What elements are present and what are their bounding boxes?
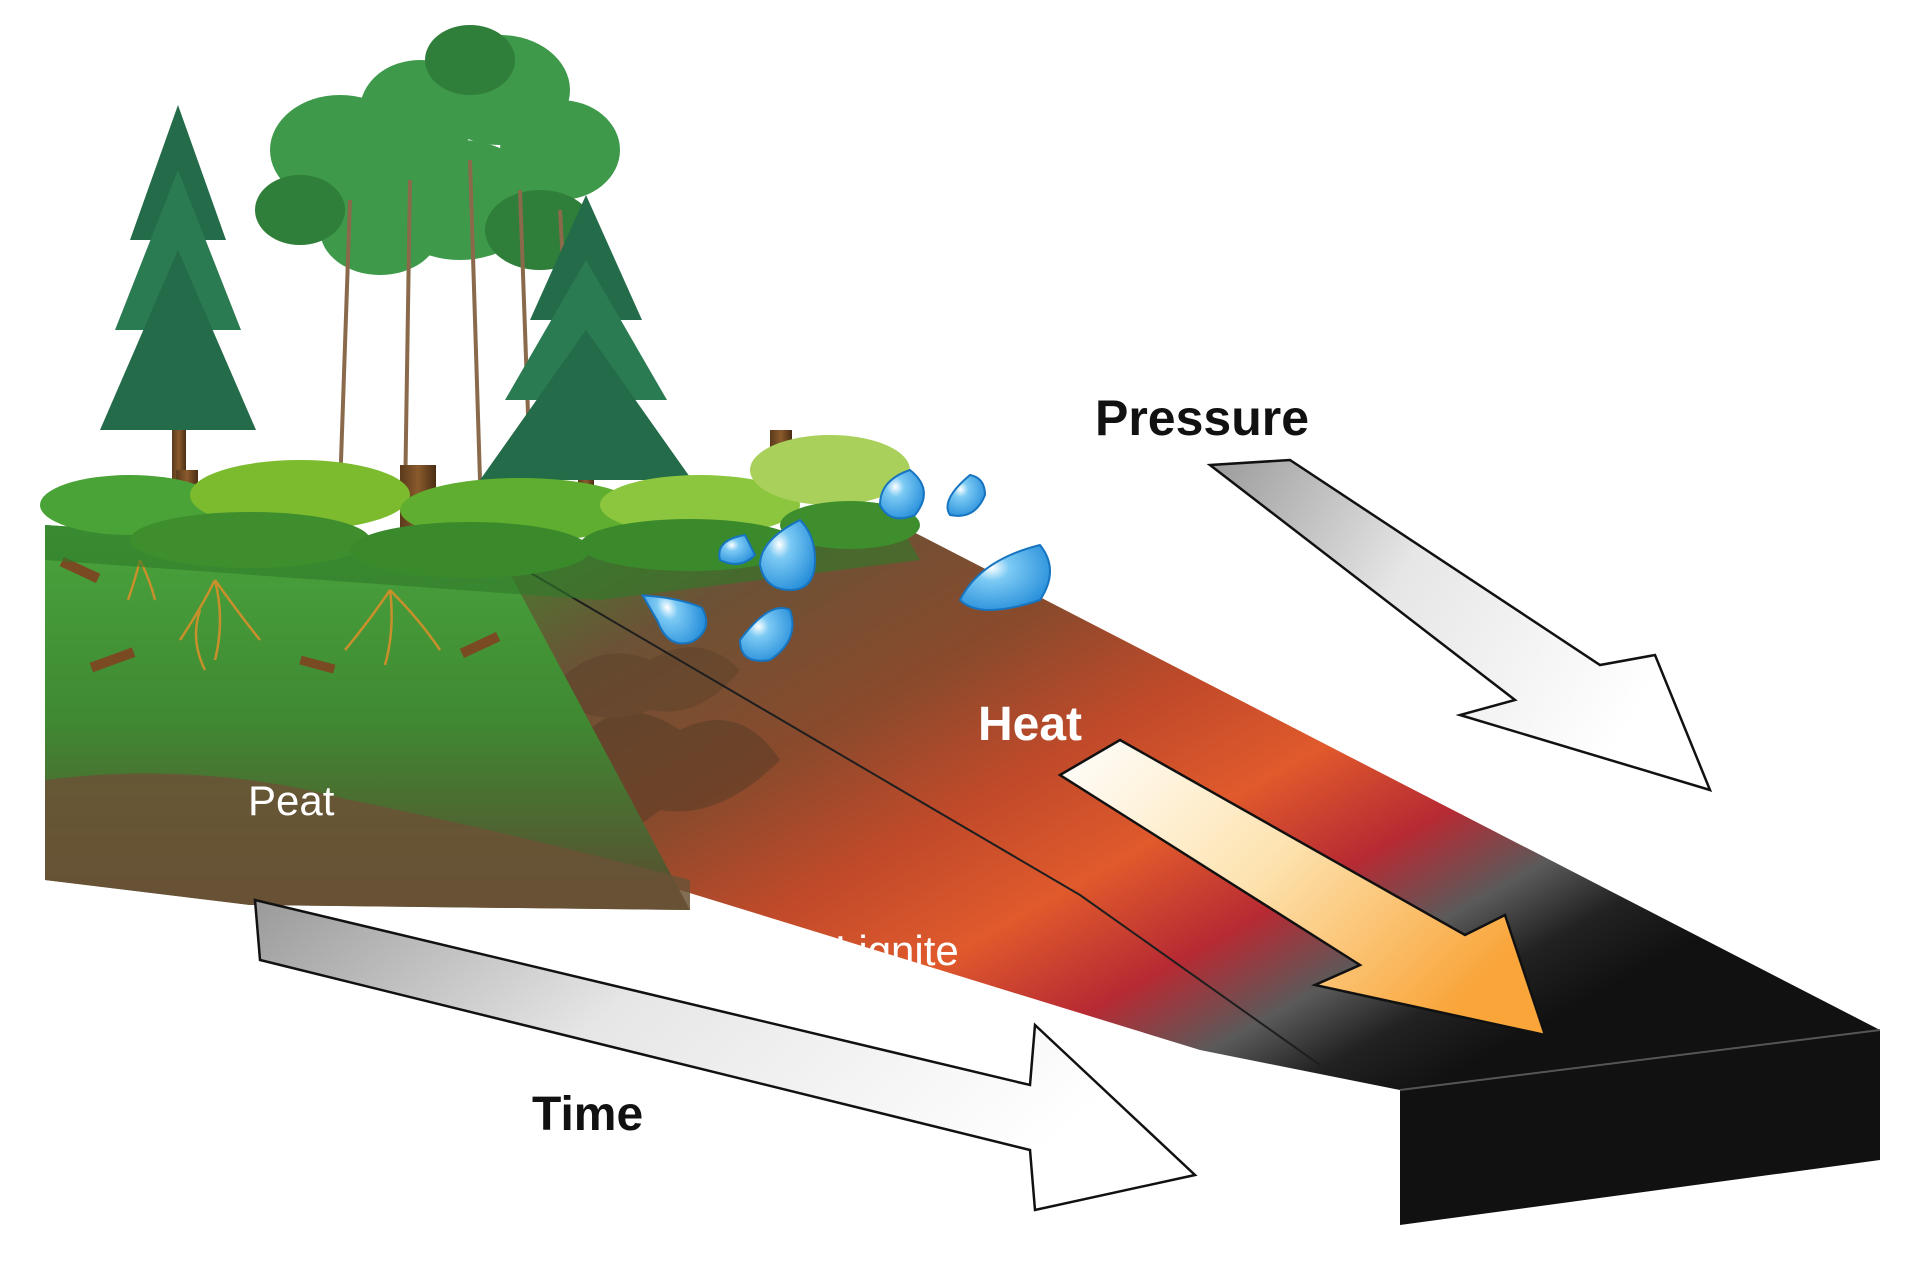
coal-label: Coal [1262,1123,1353,1172]
heat-arrow [1057,738,1547,1037]
buried-logs [59,557,501,674]
undergrowth [40,435,920,578]
time-label: Time [532,1088,643,1141]
slab-divider-line [499,554,1321,1066]
lignite-label: Lignite [835,927,959,974]
time-arrow [253,898,1198,1212]
heat-label: Heat [978,698,1082,751]
water-droplets [640,468,1051,662]
pressure-label: Pressure [1095,390,1309,446]
conifer-tree-left [100,105,256,510]
roots [126,559,442,671]
conifer-tree-right [480,195,692,510]
forest [40,25,920,578]
peat-label: Peat [248,777,335,824]
pressure-arrow [1206,458,1713,792]
coal-front-face [1400,1030,1880,1225]
